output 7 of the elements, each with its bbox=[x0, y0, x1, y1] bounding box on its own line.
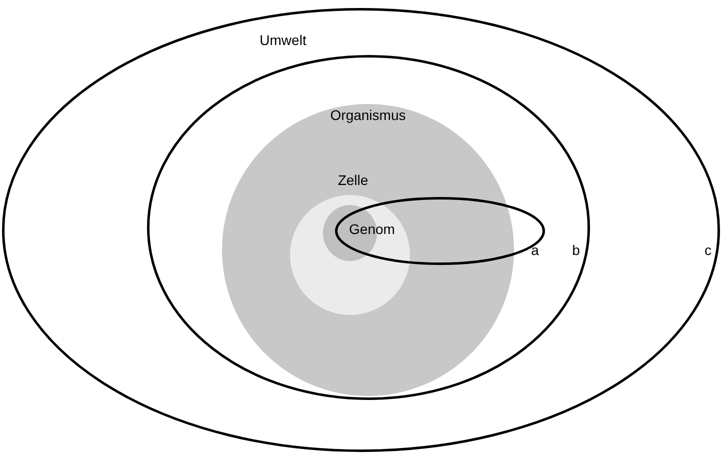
region-label: Organismus bbox=[330, 107, 406, 123]
region-label: Zelle bbox=[338, 172, 368, 188]
region-label: Genom bbox=[349, 221, 395, 237]
region-label: b bbox=[572, 242, 580, 258]
region-label: Umwelt bbox=[260, 32, 306, 48]
region-label: a bbox=[531, 242, 539, 258]
region-label: c bbox=[704, 242, 712, 258]
